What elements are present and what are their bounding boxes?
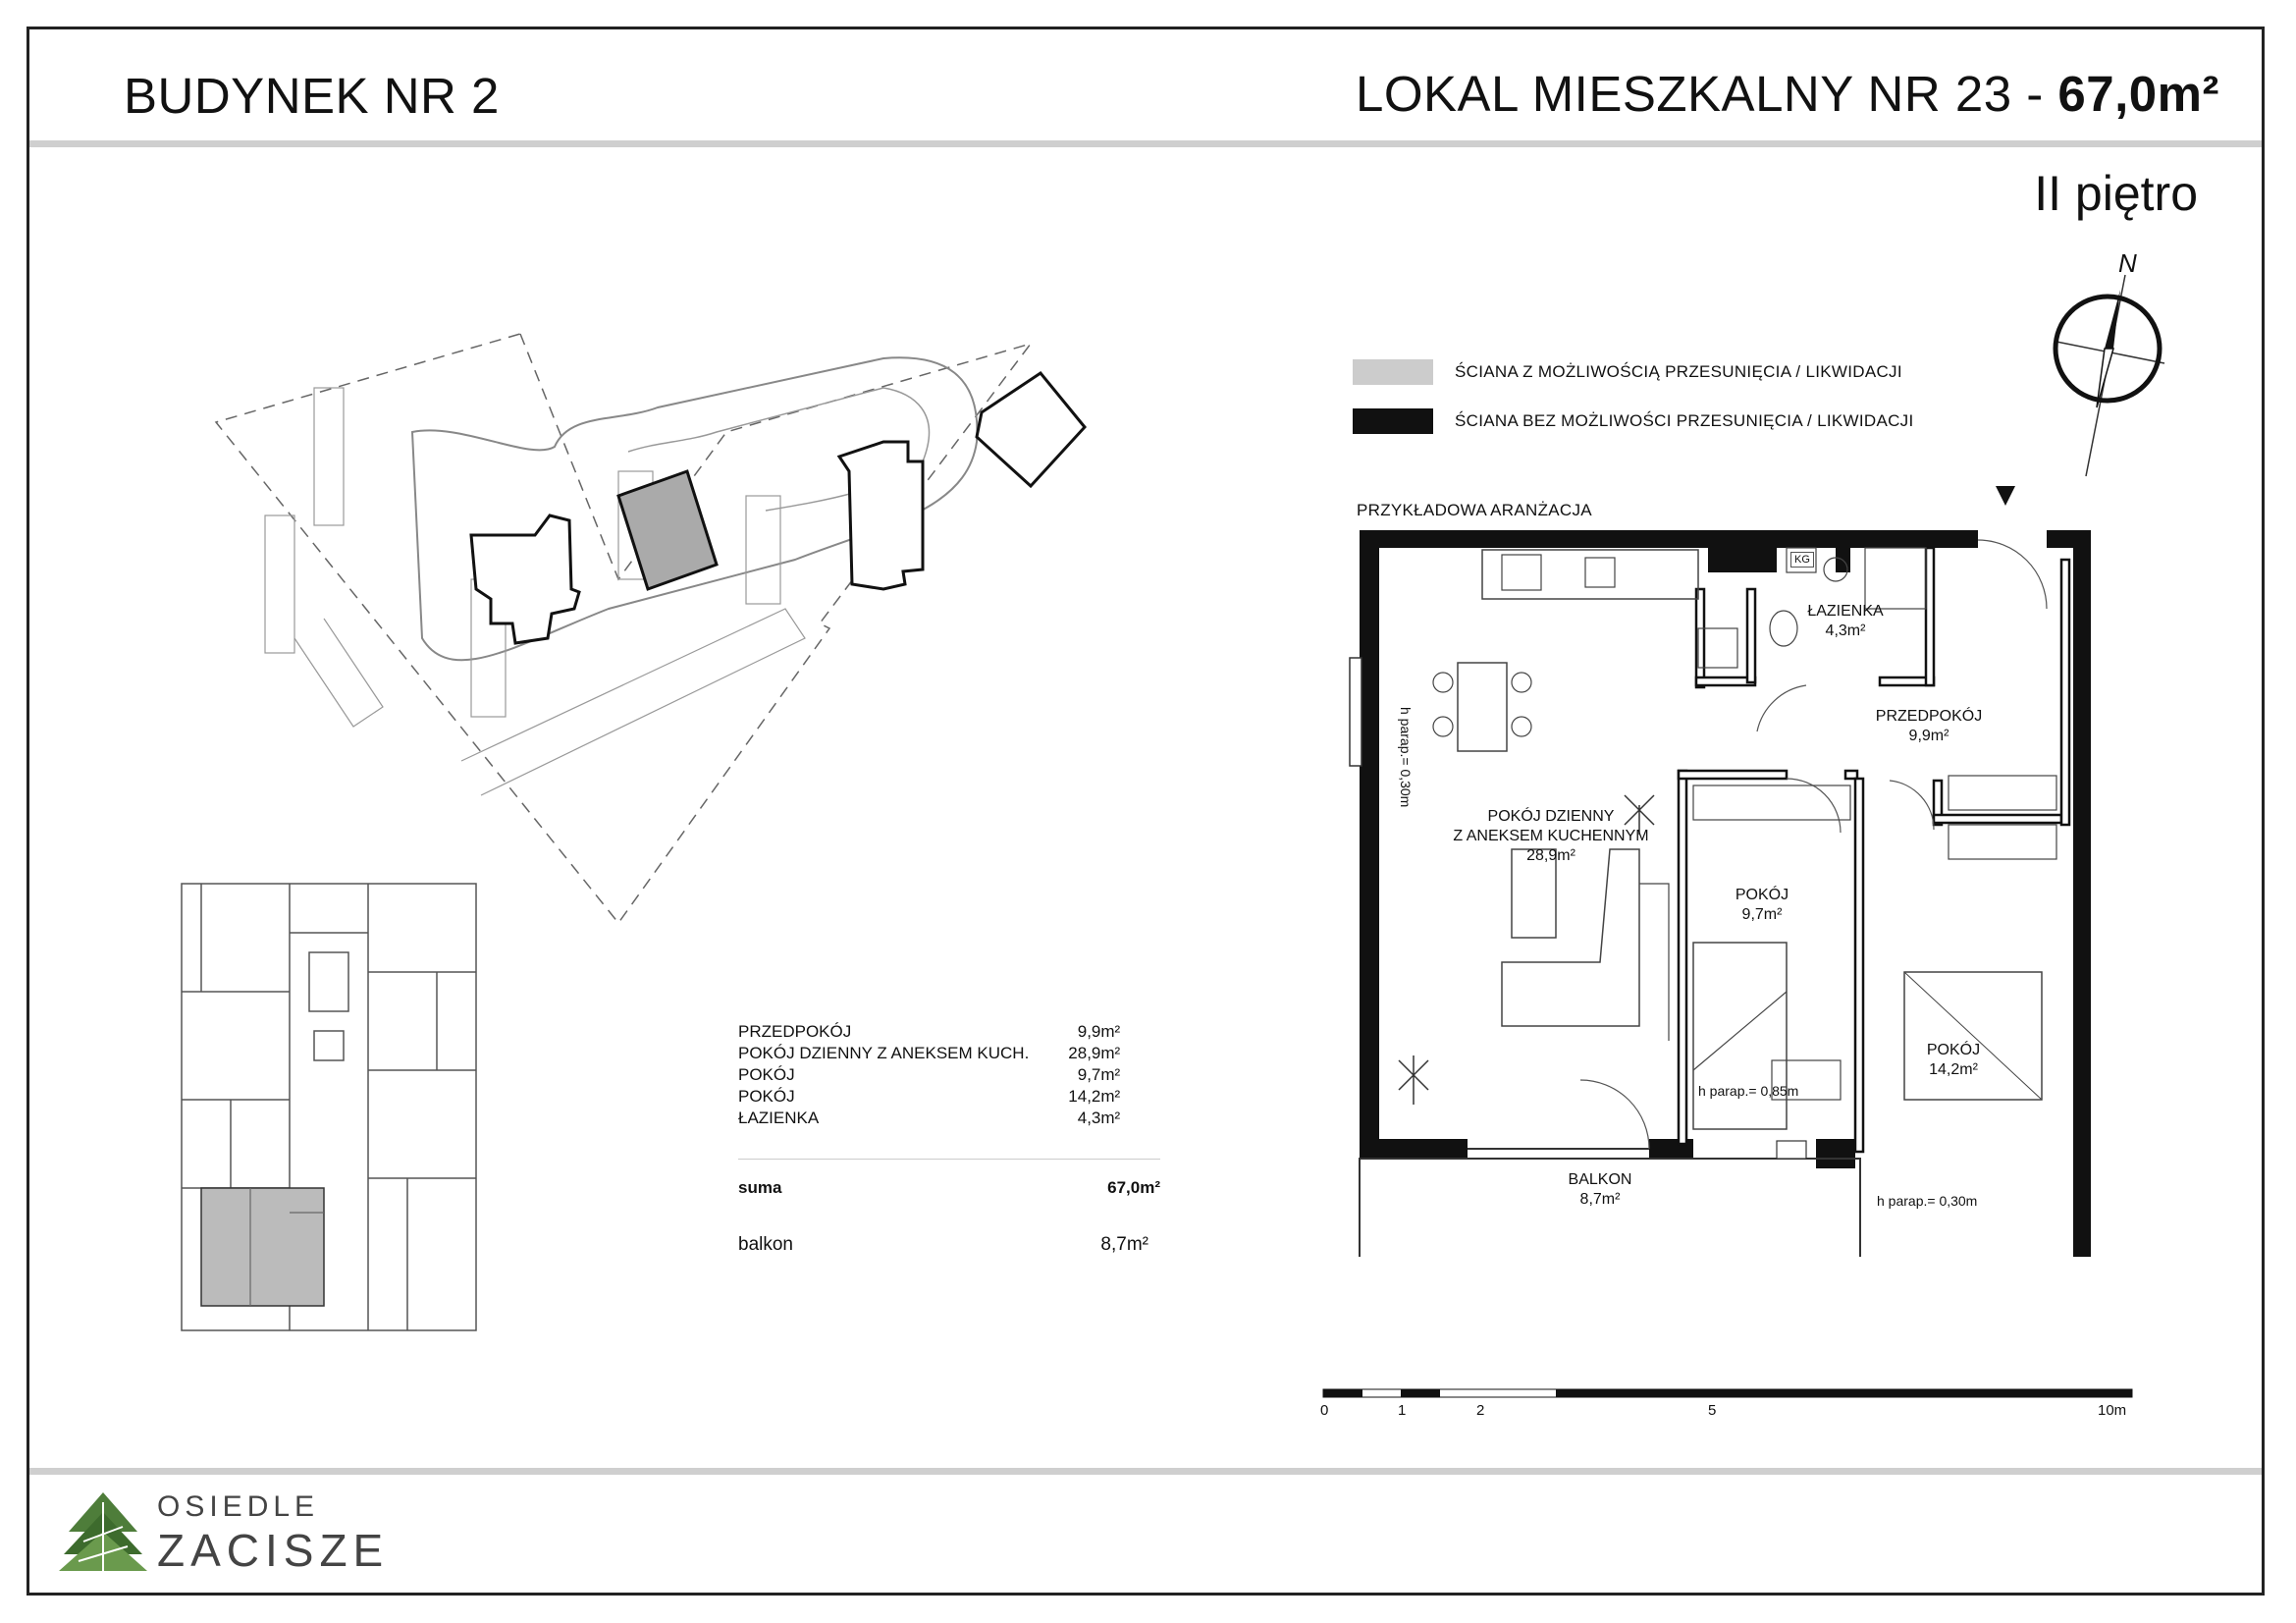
room1-label: POKÓJ 9,7m² [1713, 886, 1811, 925]
legend-swatch-fixed [1353, 408, 1433, 434]
scale-tick: 10m [2098, 1402, 2127, 1419]
table-row: POKÓJ 9,7m² [738, 1064, 1120, 1086]
room-name: BALKON [1568, 1171, 1632, 1188]
room-name: POKÓJ [1735, 887, 1789, 903]
room-name: ŁAZIENKA [1807, 603, 1884, 620]
legend-swatch-movable [1353, 359, 1433, 385]
scale-bar [1322, 1388, 2133, 1398]
area-table: PRZEDPOKÓJ 9,9m² POKÓJ DZIENNY Z ANEKSEM … [738, 1021, 1120, 1129]
room-area: 8,7m² [1579, 1191, 1621, 1208]
area-value: 14,2m² [1068, 1087, 1121, 1106]
apartment-plan [1349, 486, 2091, 1257]
bathroom-label: ŁAZIENKA 4,3m² [1787, 602, 1904, 641]
hall-label: PRZEDPOKÓJ 9,9m² [1860, 707, 1998, 746]
scale-tick: 0 [1320, 1402, 1329, 1419]
room-name: POKÓJ [1926, 1042, 1981, 1058]
area-value: 9,9m² [1077, 1022, 1121, 1041]
table-row: PRZEDPOKÓJ 9,9m² [738, 1021, 1120, 1043]
room-name-2: Z ANEKSEM KUCHENNYM [1453, 828, 1649, 844]
scale-tick: 2 [1476, 1402, 1485, 1419]
sum-row: suma 67,0m² [738, 1178, 1160, 1198]
room-area: 9,9m² [1908, 728, 1949, 744]
balcony-label: BALKON 8,7m² [1512, 1170, 1688, 1210]
room-area: 14,2m² [1929, 1061, 1978, 1078]
area-value: 28,9m² [1068, 1044, 1121, 1062]
plant-icon [1398, 794, 1655, 1105]
scale-tick: 5 [1708, 1402, 1717, 1419]
parapet-middle: h parap.= 0,85m [1698, 1083, 1799, 1099]
site-plan [214, 333, 1087, 925]
balcony-row: balkon 8,7m² [738, 1234, 1148, 1256]
area-value: 4,3m² [1077, 1109, 1121, 1127]
sum-value: 67,0m² [1107, 1178, 1160, 1197]
room-area: 9,7m² [1741, 906, 1783, 923]
legend-movable-label: ŚCIANA Z MOŻLIWOŚCIĄ PRZESUNIĘCIA / LIKW… [1455, 362, 1902, 381]
area-value: 9,7m² [1077, 1065, 1121, 1084]
scale-tick: 1 [1398, 1402, 1407, 1419]
plan-title: PRZYKŁADOWA ARANŻACJA [1357, 501, 1592, 519]
area-name: PRZEDPOKÓJ [738, 1022, 852, 1041]
table-row: POKÓJ DZIENNY Z ANEKSEM KUCH. 28,9m² [738, 1043, 1120, 1064]
room-name: PRZEDPOKÓJ [1875, 708, 1983, 725]
logo-line2: ZACISZE [157, 1525, 390, 1576]
building-title: BUDYNEK NR 2 [124, 68, 500, 124]
room-area: 28,9m² [1526, 847, 1575, 864]
floor-key-plan [181, 883, 477, 1331]
room-area: 4,3m² [1825, 622, 1866, 639]
kg-label: KG [1790, 552, 1814, 568]
unit-number: LOKAL MIESZKALNY NR 23 - [1355, 66, 2058, 122]
tree-logo-icon [59, 1492, 147, 1571]
unit-area: 67,0m² [2057, 66, 2219, 122]
logo-line1: OSIEDLE [157, 1490, 320, 1523]
legend-fixed-label: ŚCIANA BEZ MOŻLIWOŚCI PRZESUNIĘCIA / LIK… [1455, 411, 1914, 430]
parapet-left: h parap.= 0,30m [1398, 707, 1414, 808]
area-name: ŁAZIENKA [738, 1109, 820, 1127]
parapet-right: h parap.= 0,30m [1877, 1193, 1978, 1209]
room2-label: POKÓJ 14,2m² [1904, 1041, 2002, 1080]
room-name: POKÓJ DZIENNY [1487, 808, 1615, 825]
living-room-label: POKÓJ DZIENNY Z ANEKSEM KUCHENNYM 28,9m² [1394, 807, 1708, 866]
table-separator [738, 1159, 1160, 1160]
table-row: POKÓJ 14,2m² [738, 1086, 1120, 1108]
floor-label: II piętro [2034, 166, 2198, 221]
area-name: POKÓJ DZIENNY Z ANEKSEM KUCH. [738, 1044, 1030, 1062]
sum-label: suma [738, 1178, 782, 1197]
area-name: POKÓJ [738, 1087, 795, 1106]
compass-icon [2053, 274, 2165, 477]
balcony-label: balkon [738, 1234, 793, 1255]
page-frame [27, 27, 2265, 1596]
unit-title: LOKAL MIESZKALNY NR 23 - 67,0m² [1356, 65, 2219, 123]
header-rule [29, 140, 2262, 147]
north-label: N [2118, 248, 2137, 278]
area-name: POKÓJ [738, 1065, 795, 1084]
entrance-arrow-icon [1996, 486, 2015, 506]
table-row: ŁAZIENKA 4,3m² [738, 1108, 1120, 1129]
balcony-value: 8,7m² [1100, 1234, 1148, 1255]
footer-rule [29, 1468, 2262, 1475]
